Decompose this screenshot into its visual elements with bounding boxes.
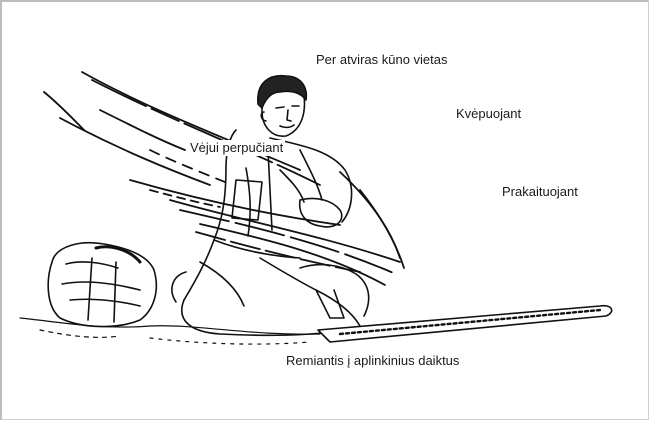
backpack	[48, 243, 156, 327]
ski	[318, 306, 612, 342]
label-exposed-skin: Per atviras kūno vietas	[316, 52, 448, 68]
label-breathing: Kvėpuojant	[456, 106, 521, 122]
label-wind: Vėjui perpučiant	[188, 140, 285, 156]
label-sweating: Prakaituojant	[502, 184, 578, 200]
ground	[20, 318, 320, 344]
label-contact: Remiantis į aplinkinius daiktus	[286, 353, 459, 369]
head	[258, 76, 306, 137]
